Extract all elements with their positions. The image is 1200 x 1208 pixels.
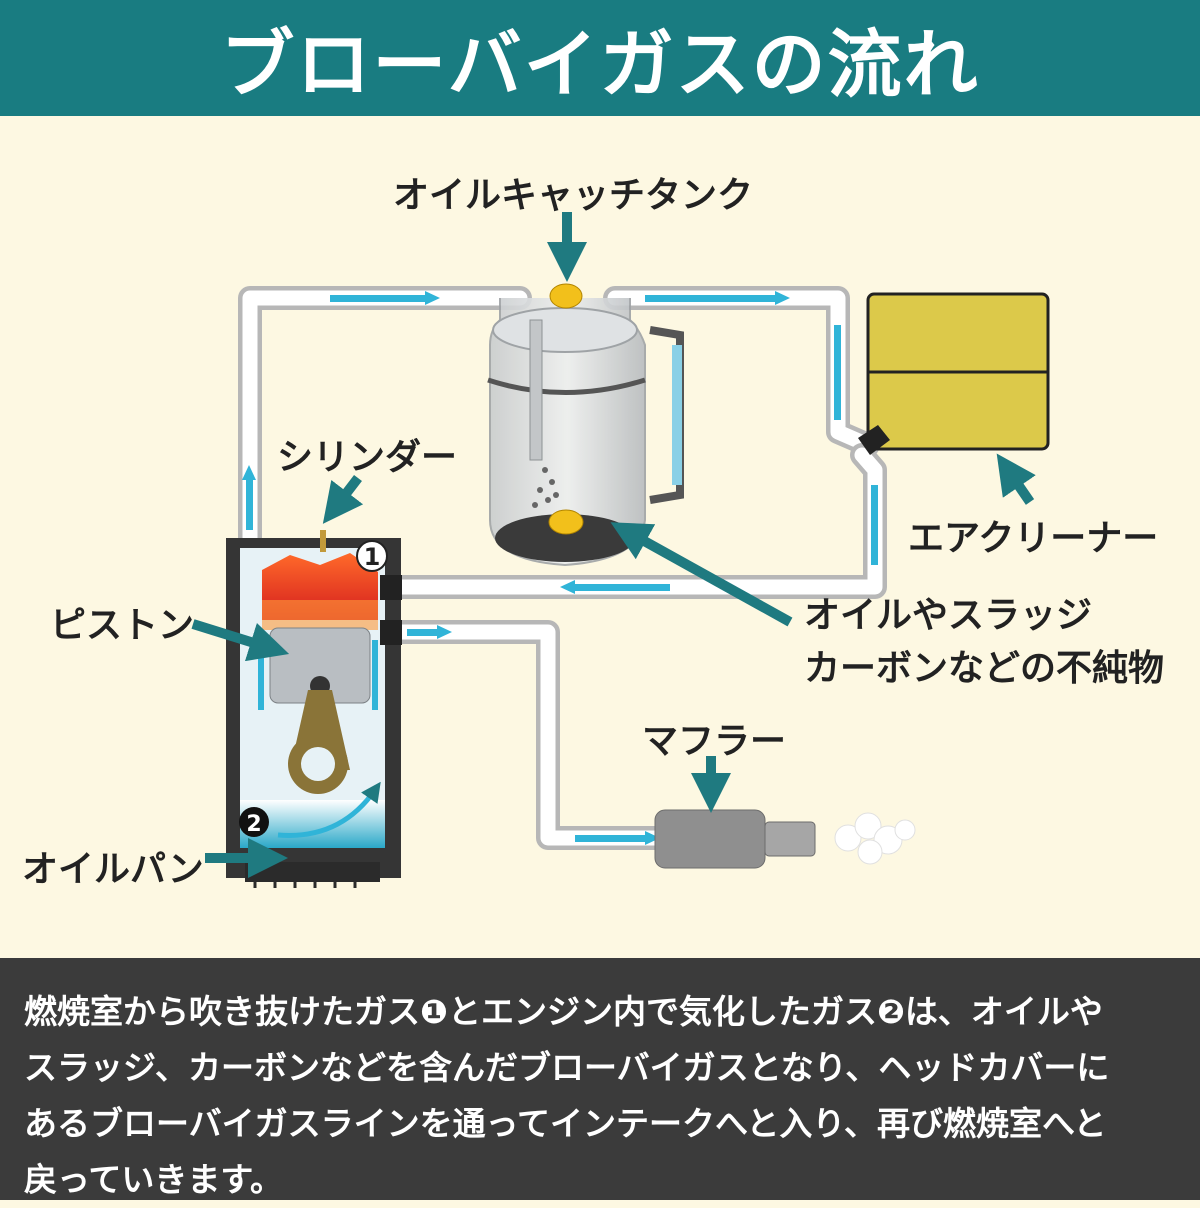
callout-arrows	[191, 212, 1036, 878]
label-impurities-line2: カーボンなどの不純物	[804, 648, 1165, 689]
marker-1: 1	[356, 540, 388, 572]
flow-arrows	[242, 291, 878, 845]
oil-catch-tank	[487, 283, 684, 567]
header-banner: ブローバイガスの流れ	[0, 0, 1200, 116]
marker-1-text: 1	[364, 543, 381, 571]
description-line-1: 燃焼室から吹き抜けたガス❶とエンジン内で気化したガス❷は、オイルや	[24, 992, 1103, 1031]
label-oil-pan: オイルパン	[22, 849, 204, 890]
marker-2: 2	[239, 807, 269, 837]
marker-2-text: 2	[246, 812, 261, 837]
description-panel: 燃焼室から吹き抜けたガス❶とエンジン内で気化したガス❷は、オイルや スラッジ、カ…	[0, 958, 1200, 1200]
engine-block	[226, 530, 402, 888]
pipe-to-muffler	[388, 620, 672, 850]
diagram-graphic: 1 2	[191, 212, 1050, 888]
blowby-flow-diagram: 1 2 オイルキャッチタンク シリンダー ピストン オイルパン	[0, 116, 1200, 958]
page-title: ブローバイガスの流れ	[220, 21, 980, 108]
label-piston: ピストン	[50, 605, 195, 646]
label-cylinder: シリンダー	[277, 437, 458, 478]
pipe-to-air-cleaner	[603, 286, 880, 457]
description-line-4: 戻っていきます。	[24, 1160, 284, 1199]
label-air-cleaner: エアクリーナー	[908, 518, 1159, 559]
label-muffler: マフラー	[642, 721, 787, 762]
pipe-to-tank	[238, 286, 532, 552]
description-line-2: スラッジ、カーボンなどを含んだブローバイガスとなり、ヘッドカバーに	[24, 1048, 1110, 1087]
muffler	[654, 809, 916, 869]
air-cleaner	[858, 292, 1050, 455]
label-oil-catch-tank: オイルキャッチタンク	[393, 175, 754, 216]
description-line-3: あるブローバイガスラインを通ってインテークへと入り、再び燃焼室へと	[24, 1104, 1107, 1143]
label-impurities-line1: オイルやスラッジ	[804, 595, 1093, 636]
